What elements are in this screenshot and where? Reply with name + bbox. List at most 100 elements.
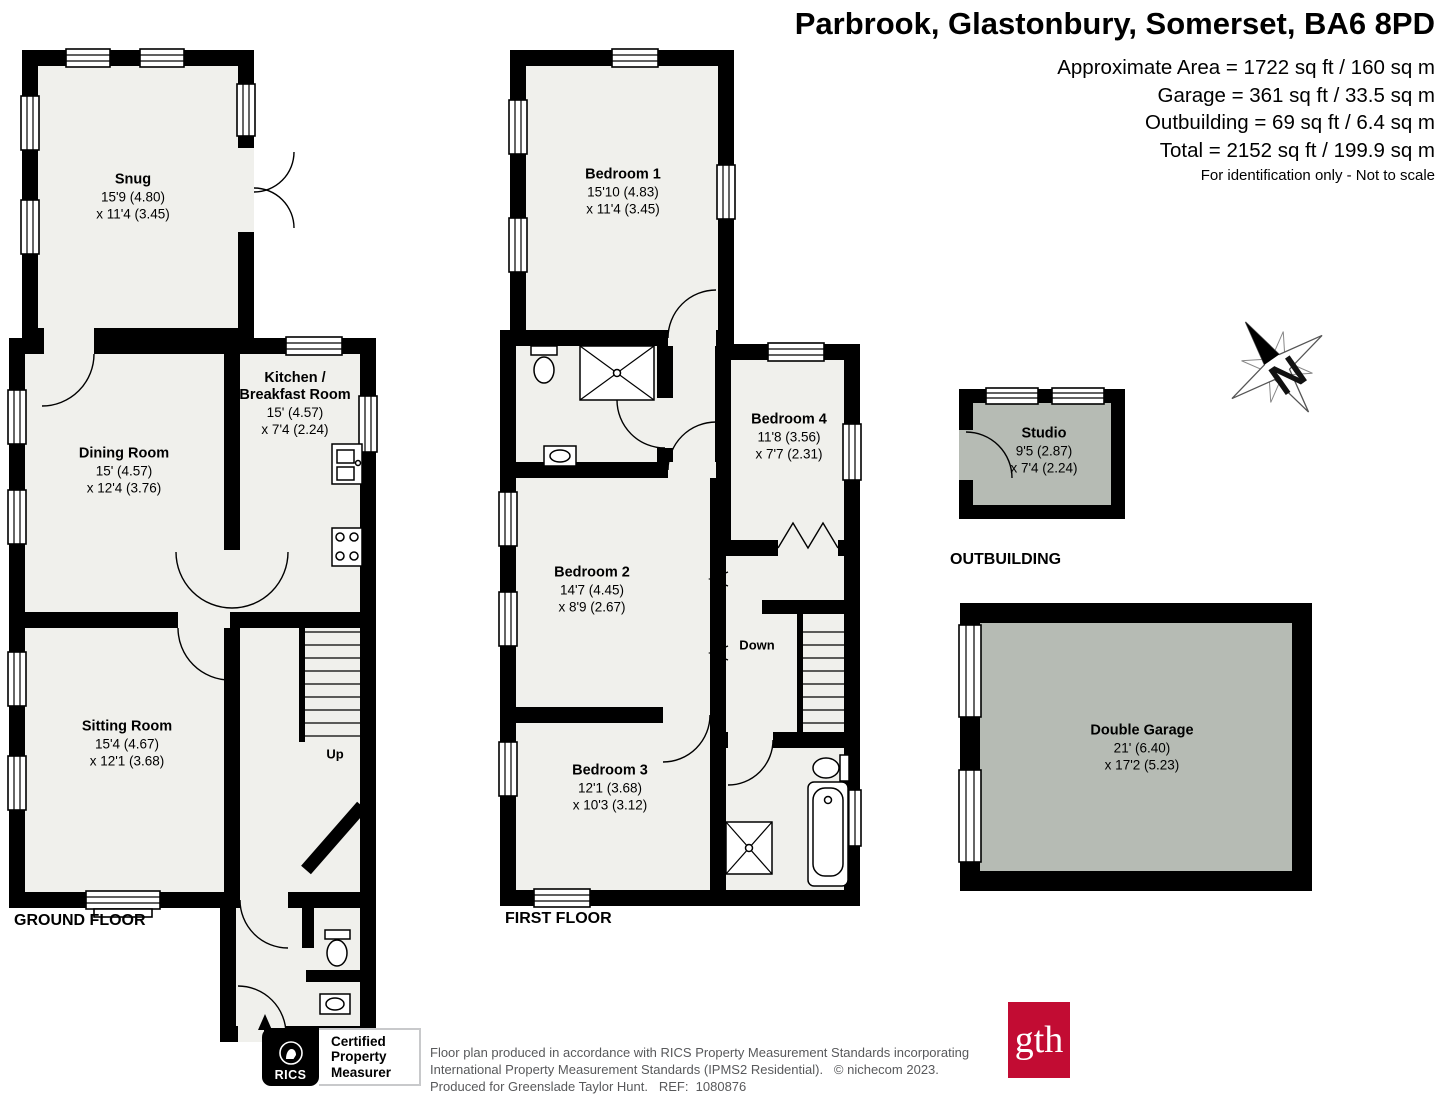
sink-icon — [543, 445, 577, 467]
toilet-icon — [530, 345, 558, 384]
room-dim: x 7'4 (2.24) — [1010, 460, 1078, 476]
room-dim: 15'10 (4.83) — [587, 184, 659, 200]
room-snug — [22, 50, 254, 344]
room-name: Bedroom 4 — [751, 411, 827, 428]
room-dim: 9'5 (2.87) — [1015, 443, 1073, 459]
room-name: Snug — [114, 171, 152, 188]
ground-floor-caption: GROUND FLOOR — [14, 912, 146, 929]
door-gap — [224, 550, 240, 612]
room-dim: x 12'4 (3.76) — [86, 480, 162, 496]
gth-logo: gth — [1008, 1002, 1070, 1078]
wall-stub — [762, 600, 852, 614]
door-gap — [44, 328, 94, 354]
room-dim: 11'8 (3.56) — [757, 429, 821, 445]
rics-logo: RICS — [262, 1028, 319, 1086]
rics-lion-icon — [278, 1041, 303, 1065]
room-name: Sitting Room — [81, 718, 173, 735]
gth-logo-text: gth — [1014, 1019, 1064, 1061]
kitchen-sink-icon — [331, 443, 363, 485]
room-label-bedroom4: Bedroom 4 11'8 (3.56) x 7'7 (2.31) — [751, 412, 827, 463]
compass-rose: N — [1231, 321, 1323, 413]
room-hall-first — [710, 540, 860, 748]
door-gap — [240, 892, 288, 908]
room-name: Dining Room — [78, 445, 170, 462]
room-label-snug: Snug 15'9 (4.80) x 11'4 (3.45) — [96, 172, 170, 223]
page-title: Parbrook, Glastonbury, Somerset, BA6 8PD — [794, 6, 1435, 41]
wall-stub — [306, 970, 368, 982]
door-gap — [238, 148, 254, 232]
room-dim: x 17'2 (5.23) — [1104, 757, 1180, 773]
door-gap — [668, 462, 716, 478]
area-summary: Approximate Area = 1722 sq ft / 160 sq m… — [1057, 54, 1435, 164]
room-label-bedroom2: Bedroom 2 14'7 (4.45) x 8'9 (2.67) — [554, 565, 630, 616]
doors-ground — [41, 151, 295, 1035]
room-label-sitting-room: Sitting Room 15'4 (4.67) x 12'1 (3.68) — [82, 719, 172, 770]
first-floor-caption: FIRST FLOOR — [505, 910, 612, 927]
room-dim: x 10'3 (3.12) — [572, 797, 648, 813]
rics-cert-line: Property — [331, 1049, 387, 1065]
room-dim: 21' (6.40) — [1113, 740, 1171, 756]
disclaimer-line: Produced for Greenslade Taylor Hunt. REF… — [430, 1079, 747, 1094]
garage-plan — [958, 603, 1312, 891]
room-dim: 14'7 (4.45) — [559, 582, 625, 598]
room-label-bedroom3: Bedroom 3 12'1 (3.68) x 10'3 (3.12) — [572, 763, 648, 814]
disclaimer-line: Floor plan produced in accordance with R… — [430, 1045, 970, 1060]
room-dim: x 8'9 (2.67) — [558, 599, 626, 615]
outbuilding-caption: OUTBUILDING — [950, 551, 1062, 568]
stairs-up-label: Up — [326, 746, 344, 762]
room-label-kitchen: Kitchen / Breakfast Room 15' (4.57) x 7'… — [239, 370, 350, 438]
room-dim: 15' (4.57) — [266, 405, 324, 420]
sink-icon — [319, 993, 351, 1015]
room-label-double-garage: Double Garage 21' (6.40) x 17'2 (5.23) — [1090, 723, 1193, 774]
area-line: Garage = 361 sq ft / 33.5 sq m — [1157, 83, 1435, 107]
room-dim: x 11'4 (3.45) — [586, 201, 660, 217]
room-name: Kitchen / — [264, 370, 326, 386]
room-dim: 12'1 (3.68) — [577, 780, 643, 796]
room-double-garage — [960, 603, 1312, 891]
hob-icon — [331, 527, 363, 567]
shower-icon — [725, 821, 773, 875]
ground-floor-plan — [7, 48, 378, 1066]
room-label-dining-room: Dining Room 15' (4.57) x 12'4 (3.76) — [79, 446, 169, 497]
room-name: Bedroom 2 — [554, 564, 630, 581]
shower-icon — [579, 345, 655, 401]
rics-certification-badge: RICS Certified Property Measurer — [262, 1028, 421, 1086]
disclaimer-line: International Property Measurement Stand… — [430, 1062, 939, 1077]
door-gap — [178, 612, 230, 628]
room-label-bedroom1: Bedroom 1 15'10 (4.83) x 11'4 (3.45) — [585, 167, 661, 218]
disclaimer: Floor plan produced in accordance with R… — [430, 1044, 969, 1095]
rics-cert-line: Certified — [331, 1033, 386, 1049]
rics-cert-line: Measurer — [331, 1064, 392, 1080]
door-gap — [728, 732, 773, 748]
room-name: Double Garage — [1090, 722, 1194, 739]
room-dim: x 7'7 (2.31) — [755, 446, 823, 462]
room-name: Studio — [1021, 425, 1067, 442]
outbuilding-plan — [959, 387, 1125, 519]
bathtub-icon — [807, 781, 849, 887]
room-dim: x 12'1 (3.68) — [89, 753, 165, 769]
doors-first — [616, 289, 839, 786]
rics-cert-text: Certified Property Measurer — [319, 1028, 421, 1086]
rics-brand-text: RICS — [274, 1068, 307, 1082]
stairs-up — [303, 631, 367, 737]
area-line: Approximate Area = 1722 sq ft / 160 sq m — [1057, 56, 1435, 79]
wall-stub — [302, 900, 314, 948]
room-dim: x 11'4 (3.45) — [96, 206, 170, 222]
room-dim: 15' (4.57) — [95, 463, 153, 479]
toilet-icon — [324, 929, 351, 967]
room-name: Bedroom 1 — [585, 166, 661, 183]
area-line: Total = 2152 sq ft / 199.9 sq m — [1159, 138, 1435, 162]
room-dim: 15'4 (4.67) — [94, 736, 160, 752]
scale-note: For identification only - Not to scale — [1200, 167, 1435, 184]
door-gap — [657, 398, 673, 448]
room-name: Bedroom 3 — [572, 762, 648, 779]
first-floor-plan — [498, 48, 862, 908]
room-name: Breakfast Room — [239, 387, 351, 403]
stairs-down — [802, 631, 850, 737]
room-landing — [657, 330, 731, 478]
room-dim: x 7'4 (2.24) — [261, 422, 329, 437]
north-arrow-icon — [1245, 321, 1280, 365]
room-dim: 15'9 (4.80) — [100, 189, 166, 205]
door-gap — [959, 430, 973, 480]
